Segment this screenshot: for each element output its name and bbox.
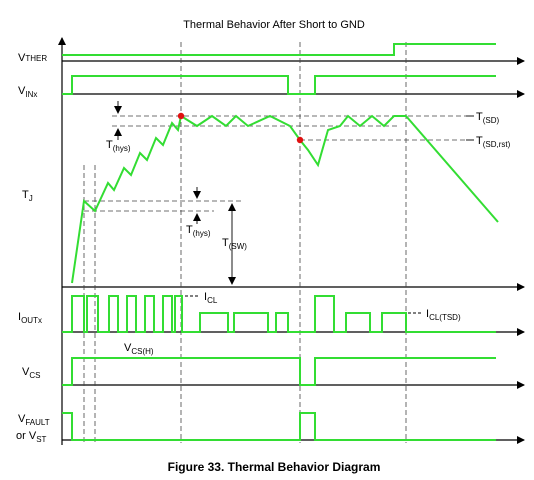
vcs-trace <box>62 357 496 386</box>
figure-caption: Figure 33. Thermal Behavior Diagram <box>168 460 381 474</box>
vcs-label: VCS <box>22 366 40 380</box>
threshold-lines <box>84 115 466 212</box>
vin-trace <box>62 75 496 95</box>
tsd-label: T(SD) <box>476 111 500 125</box>
icltsd-label: ICL(TSD) <box>426 308 461 322</box>
signal-labels: VTHER VINx TJ IOUTx VCS VFAULT or VST <box>16 52 50 444</box>
annotation-labels: T(SD) T(SD,rst) T(hys) T(hys) T(SW) ICL … <box>106 111 511 356</box>
vfault-label-line2: or VST <box>16 430 47 444</box>
vfault-label-line1: VFAULT <box>18 413 50 427</box>
iout-label: IOUTx <box>18 311 42 325</box>
icl-label: ICL <box>204 291 218 305</box>
tsw-label: T(SW) <box>222 237 247 251</box>
dimension-arrows <box>114 101 474 314</box>
diagram-title: Thermal Behavior After Short to GND <box>183 19 365 31</box>
vther-label: VTHER <box>18 52 47 64</box>
vfault-trace <box>62 412 496 441</box>
vin-label: VINx <box>18 85 37 99</box>
tj-trace <box>71 114 499 284</box>
thys1-label: T(hys) <box>106 139 131 153</box>
tsdrst-marker <box>296 136 304 144</box>
signal-traces <box>62 43 499 441</box>
vther-trace <box>62 43 496 56</box>
thys2-label: T(hys) <box>186 224 211 238</box>
tj-label: TJ <box>22 189 33 203</box>
tsd-trip-marker <box>177 112 185 120</box>
vcsh-label: VCS(H) <box>124 342 154 356</box>
iout-trace <box>62 295 496 333</box>
time-axes <box>62 57 525 444</box>
tsdrst-label: T(SD,rst) <box>476 135 511 149</box>
